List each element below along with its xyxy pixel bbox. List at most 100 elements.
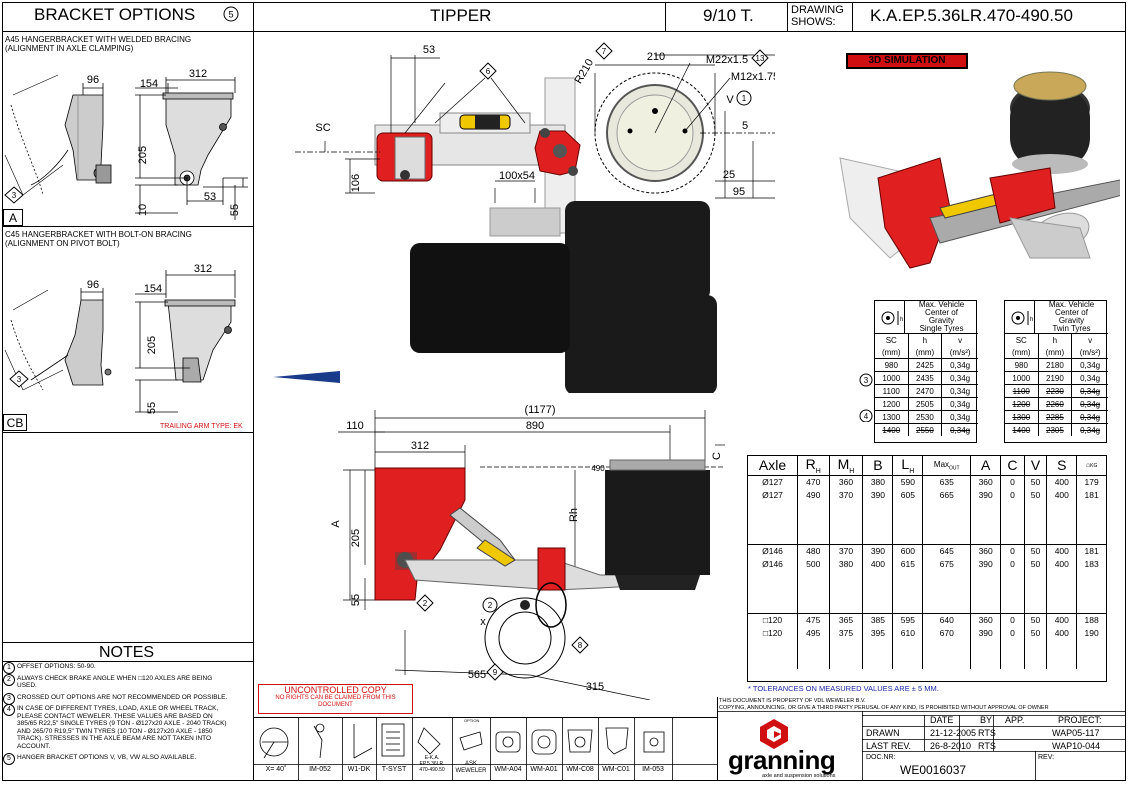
dim-m12: M12x1.75 <box>731 71 775 83</box>
icon-label-wmc08: WM-C08 <box>566 766 594 773</box>
icon-label-im053: IM-053 <box>642 766 664 773</box>
svg-text:9: 9 <box>493 668 498 677</box>
svg-text:2: 2 <box>423 599 428 608</box>
svg-text:3: 3 <box>864 376 869 385</box>
side-view-drawing: (1177) 110 890 312 C 490 A 205 55 Rh x 5… <box>330 404 725 700</box>
rev-label: REV: <box>1038 754 1055 761</box>
svg-text:6: 6 <box>486 67 491 76</box>
svg-text:7: 7 <box>602 47 607 56</box>
svg-text:4: 4 <box>864 412 869 421</box>
tolerance-note: * TOLERANCES ON MEASURED VALUES ARE ± 5 … <box>748 684 939 693</box>
dim-m22: M22x1.5 <box>706 54 748 66</box>
gravity-twin-table: h Max. Vehicle Center of Gravity Twin Ty… <box>1004 300 1108 443</box>
wm-c08-icon <box>567 729 593 753</box>
dim-sc: SC <box>315 122 330 134</box>
trailing-arm-type: TRAILING ARM TYPE: EK <box>160 423 243 430</box>
ask-weweler-icon <box>459 731 483 751</box>
dim-110: 110 <box>346 420 364 432</box>
bracket-cb-description: C45 HANGERBRACKET WITH BOLT-ON BRACING (… <box>5 230 192 248</box>
app-header: APP. <box>1005 715 1025 725</box>
last-rev-date: 26-8-2010 <box>930 741 972 751</box>
note-2: 2 ALWAYS CHECK BRAKE ANGLE WHEN □120 AXL… <box>3 673 251 690</box>
icon-strip-grid <box>254 718 717 780</box>
im-053-icon <box>643 731 665 753</box>
docnr-label: DOC.NR: <box>866 754 896 761</box>
svg-text:3: 3 <box>17 375 22 384</box>
twin-tyre-icon: h <box>1005 301 1035 334</box>
note-3: 3 CROSSED OUT OPTIONS ARE NOT RECOMMENDE… <box>3 692 251 705</box>
dim-96: 96 <box>87 279 99 291</box>
3d-simulation-badge[interactable]: 3D SIMULATION <box>846 53 968 69</box>
dim-53: 53 <box>423 44 435 56</box>
icon-label-w1dk: W1-DK <box>347 766 371 773</box>
uncontrolled-copy-stamp: UNCONTROLLED COPY NO RIGHTS CAN BE CLAIM… <box>258 684 413 714</box>
bracket-cb-tag: CB <box>3 414 27 431</box>
svg-text:3: 3 <box>12 191 17 200</box>
dim-a: A <box>330 520 342 528</box>
ek-icon <box>417 727 441 755</box>
option-label: OPTION <box>464 718 480 723</box>
dim-95: 95 <box>733 186 745 198</box>
dim-v: V <box>726 94 734 106</box>
bracket-a-tag: A <box>3 209 23 226</box>
bracket-cb-drawing: 312 96 154 205 55 3 <box>4 263 236 414</box>
note-1: 1 OFFSET OPTIONS: 50-90. <box>3 662 251 674</box>
dim-312: 312 <box>194 263 212 275</box>
dim-210: 210 <box>647 51 665 63</box>
direction-arrow-icon <box>273 371 340 383</box>
arm-icon <box>313 725 323 759</box>
gravity-single-table: h Max. Vehicle Center of Gravity Single … <box>874 300 978 443</box>
svg-text:2: 2 <box>488 601 493 610</box>
ref-badge-7: 7 <box>595 42 613 60</box>
by-header: BY <box>980 715 993 725</box>
dim-10: 10 <box>137 204 149 216</box>
last-rev-by: RTS <box>978 741 996 751</box>
bracket-a-drawing: 312 96 154 205 10 53 55 3 <box>4 68 248 220</box>
title-block-grid <box>717 711 1126 781</box>
icon-label-wma01: WM-A01 <box>530 766 558 773</box>
capacity-title: 9/10 T. <box>703 6 754 25</box>
last-rev-label: LAST REV. <box>866 741 912 751</box>
single-title: Max. Vehicle Center of Gravity Single Ty… <box>905 301 978 334</box>
ref-badge-3: 3 <box>9 370 29 388</box>
notes-list: 1 OFFSET OPTIONS: 50-90. 2 ALWAYS CHECK … <box>3 662 251 765</box>
dim-55: 55 <box>350 594 362 606</box>
drawn-by: RTS <box>978 728 996 738</box>
dim-53: 53 <box>204 191 216 203</box>
drawing-code: K.A.EP.5.36LR.470-490.50 <box>870 6 1073 25</box>
svg-text:1: 1 <box>742 94 747 103</box>
dim-890: 890 <box>526 420 544 432</box>
ref-badge-1: 1 <box>736 90 752 106</box>
granning-logo-text: granning <box>728 745 836 775</box>
weight-icon: ⌂KG <box>1085 461 1098 469</box>
ref-badge-4: 4 <box>859 409 873 422</box>
ref-badge-9: 9 <box>486 663 504 681</box>
granning-logo-sub: axle and suspension solutions <box>762 773 836 779</box>
dim-106: 106 <box>350 174 362 192</box>
ref-badge-2: 2 <box>416 594 434 612</box>
ref-badge-13: 13 <box>751 49 769 67</box>
note-5: 5 HANGER BRACKET OPTIONS V, VB, VW ALSO … <box>3 753 251 765</box>
dim-96: 96 <box>87 74 99 86</box>
svg-text:8: 8 <box>578 641 583 650</box>
drawn-project: WAP05-117 <box>1052 728 1100 738</box>
t-syst-icon <box>381 723 405 757</box>
icon-label-wma04: WM-A04 <box>494 766 522 773</box>
bracket-a-description: A45 HANGERBRACKET WITH WELDED BRACING (A… <box>5 35 192 53</box>
dim-c: C <box>711 452 723 460</box>
icon-label-ask: ASK WEWELER <box>455 761 487 774</box>
icon-label-wmc01: WM-C01 <box>602 766 630 773</box>
svg-text:h: h <box>1030 317 1033 323</box>
dim-205: 205 <box>137 146 149 164</box>
ref-badge-3: 3 <box>859 373 873 387</box>
drawn-label: DRAWN <box>866 728 900 738</box>
dim-r210: R210 <box>573 57 597 86</box>
note-4: 4 IN CASE OF DIFFERENT TYRES, LOAD, AXLE… <box>3 704 251 750</box>
icon-label-eka: E-K.A. EP.5.36LR. 470-490.50 <box>419 755 445 773</box>
type-title: TIPPER <box>430 6 492 25</box>
